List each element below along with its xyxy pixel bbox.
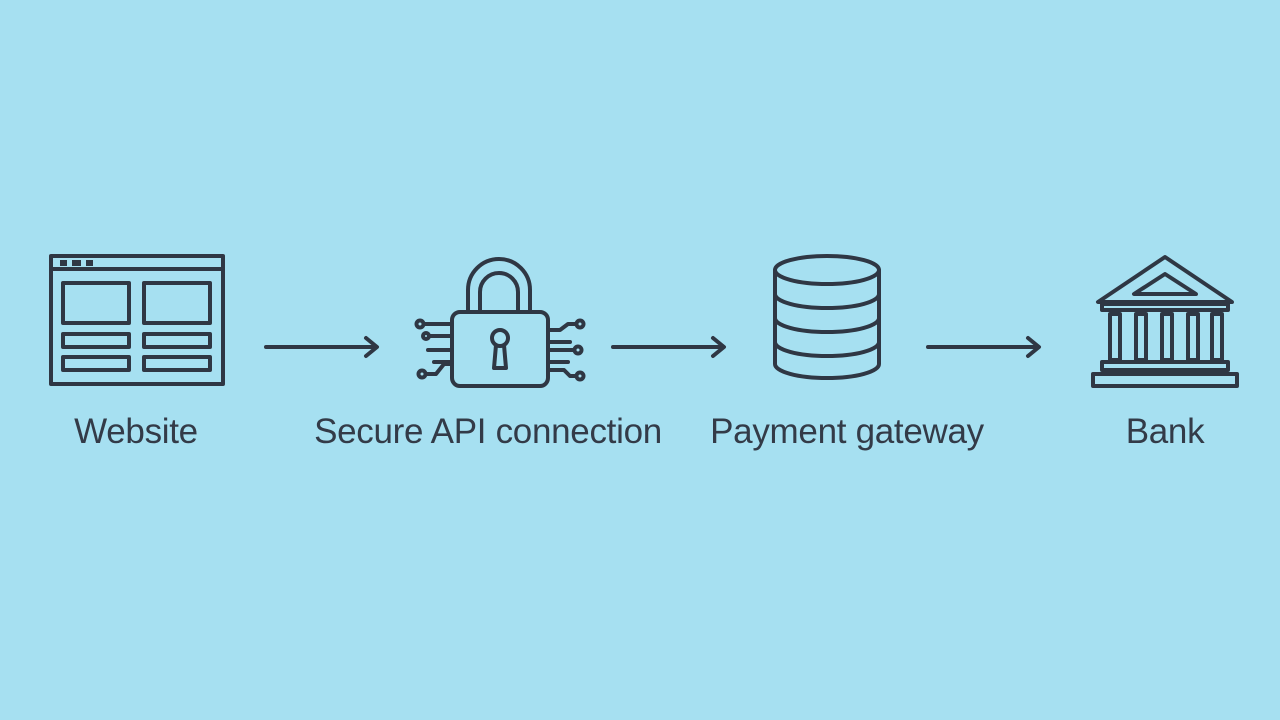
node-label-bank: Bank — [1125, 412, 1205, 451]
database-icon — [773, 254, 881, 380]
bank-building-icon — [1091, 255, 1239, 388]
arrow-api-to-gateway — [611, 336, 726, 358]
arrow-website-to-api — [264, 336, 379, 358]
circuit-lock-icon — [414, 257, 586, 388]
node-label-api: Secure API connection — [314, 412, 662, 451]
arrow-gateway-to-bank — [926, 336, 1041, 358]
browser-window-icon — [49, 254, 225, 386]
node-label-gateway: Payment gateway — [710, 412, 984, 451]
node-label-website: Website — [74, 412, 198, 451]
